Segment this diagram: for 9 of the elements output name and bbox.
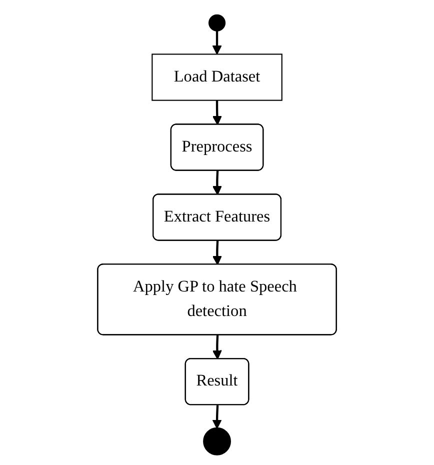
arrow [212,30,222,55]
arrow [212,240,222,266]
arrow [212,170,222,196]
arrow [212,405,222,429]
arrow [212,100,222,126]
node-box: Load Dataset [152,54,282,101]
node-circle [203,427,231,456]
node-circle [208,14,226,32]
arrow [212,335,222,360]
